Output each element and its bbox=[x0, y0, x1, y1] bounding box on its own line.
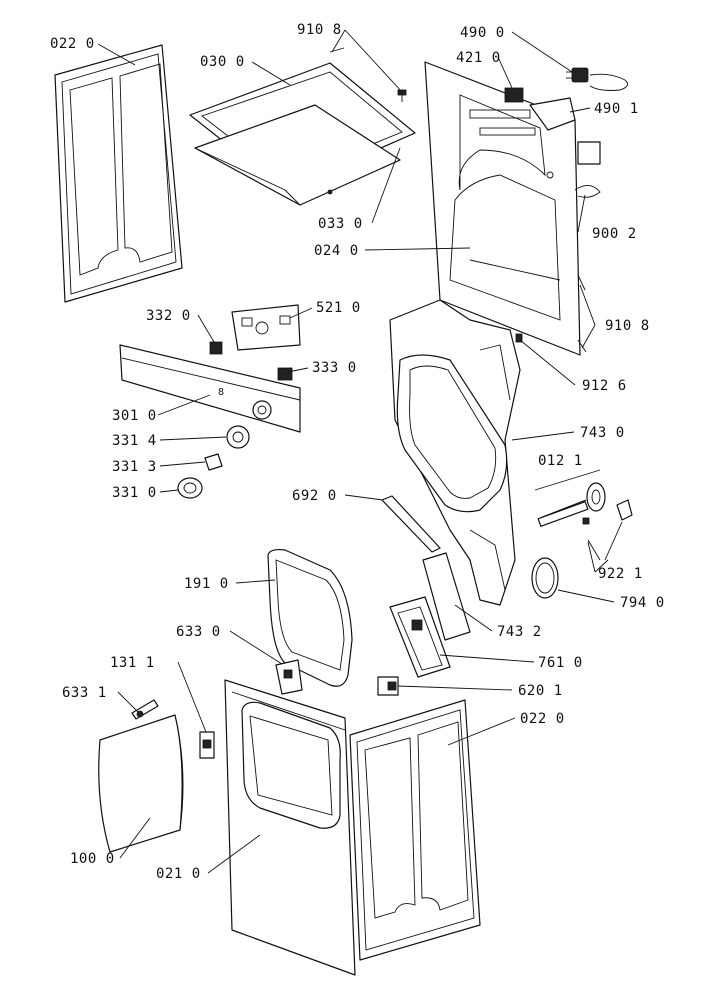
power-cord bbox=[566, 67, 629, 91]
label-900-2: 900 2 bbox=[592, 226, 637, 242]
screw-912 bbox=[515, 333, 523, 343]
label-912-6: 912 6 bbox=[582, 378, 627, 394]
switch-332 bbox=[209, 341, 223, 355]
label-033-0: 033 0 bbox=[318, 216, 363, 232]
label-022-0-bottom: 022 0 bbox=[520, 711, 565, 727]
knob bbox=[177, 477, 203, 499]
label-692-0: 692 0 bbox=[292, 488, 337, 504]
label-421-0: 421 0 bbox=[456, 50, 501, 66]
side-panel-left bbox=[54, 44, 183, 303]
belt-rod bbox=[381, 495, 441, 553]
door-gasket bbox=[267, 548, 353, 687]
drum-housing bbox=[389, 299, 521, 606]
label-761-0: 761 0 bbox=[538, 655, 583, 671]
label-012-1: 012 1 bbox=[538, 453, 583, 469]
label-633-1: 633 1 bbox=[62, 685, 107, 701]
filter-sheet bbox=[422, 552, 471, 641]
label-333-0: 333 0 bbox=[312, 360, 357, 376]
label-021-0: 021 0 bbox=[156, 866, 201, 882]
label-521-0: 521 0 bbox=[316, 300, 361, 316]
label-910-8-right: 910 8 bbox=[605, 318, 650, 334]
clips-922 bbox=[587, 521, 623, 561]
screws-right bbox=[577, 274, 587, 353]
control-bracket bbox=[231, 304, 301, 351]
label-024-0: 024 0 bbox=[314, 243, 359, 259]
switch-333 bbox=[277, 367, 293, 381]
door-latch bbox=[199, 731, 215, 759]
label-910-8-top: 910 8 bbox=[297, 22, 342, 38]
cord-clamp bbox=[529, 97, 601, 165]
label-022-0-top: 022 0 bbox=[50, 36, 95, 52]
label-743-0: 743 0 bbox=[580, 425, 625, 441]
label-191-0: 191 0 bbox=[184, 576, 229, 592]
label-743-2: 743 2 bbox=[497, 624, 542, 640]
clip bbox=[574, 185, 601, 198]
label-331-3: 331 3 bbox=[112, 459, 157, 475]
leader-lines bbox=[97, 29, 615, 874]
filter-capacitor bbox=[504, 87, 524, 103]
front-panel bbox=[224, 679, 356, 976]
knob-insert bbox=[204, 453, 223, 471]
door bbox=[98, 714, 184, 853]
knob-ring bbox=[226, 425, 250, 449]
svg-text:8: 8 bbox=[218, 387, 225, 398]
label-332-0: 332 0 bbox=[146, 308, 191, 324]
label-331-0: 331 0 bbox=[112, 485, 157, 501]
drum-shaft-assembly bbox=[534, 469, 633, 527]
hinge-pin bbox=[131, 699, 159, 720]
label-100-0: 100 0 bbox=[70, 851, 115, 867]
door-switch bbox=[377, 676, 399, 696]
label-794-0: 794 0 bbox=[620, 595, 665, 611]
label-490-1: 490 1 bbox=[594, 101, 639, 117]
label-131-1: 131 1 bbox=[110, 655, 155, 671]
label-620-1: 620 1 bbox=[518, 683, 563, 699]
label-030-0: 030 0 bbox=[200, 54, 245, 70]
lint-filter bbox=[389, 596, 451, 678]
drive-belt-ring bbox=[531, 557, 559, 599]
top-cover bbox=[189, 62, 416, 206]
label-633-0: 633 0 bbox=[176, 624, 221, 640]
rear-panel bbox=[424, 61, 581, 356]
label-331-4: 331 4 bbox=[112, 433, 157, 449]
part-labels: 022 0 030 0 910 8 490 0 421 0 490 1 033 … bbox=[50, 22, 665, 882]
door-hinge bbox=[275, 659, 303, 695]
side-panel-right bbox=[349, 699, 481, 961]
label-490-0: 490 0 bbox=[460, 25, 505, 41]
label-922-1: 922 1 bbox=[598, 566, 643, 582]
control-panel: 8 bbox=[119, 344, 301, 433]
label-301-0: 301 0 bbox=[112, 408, 157, 424]
